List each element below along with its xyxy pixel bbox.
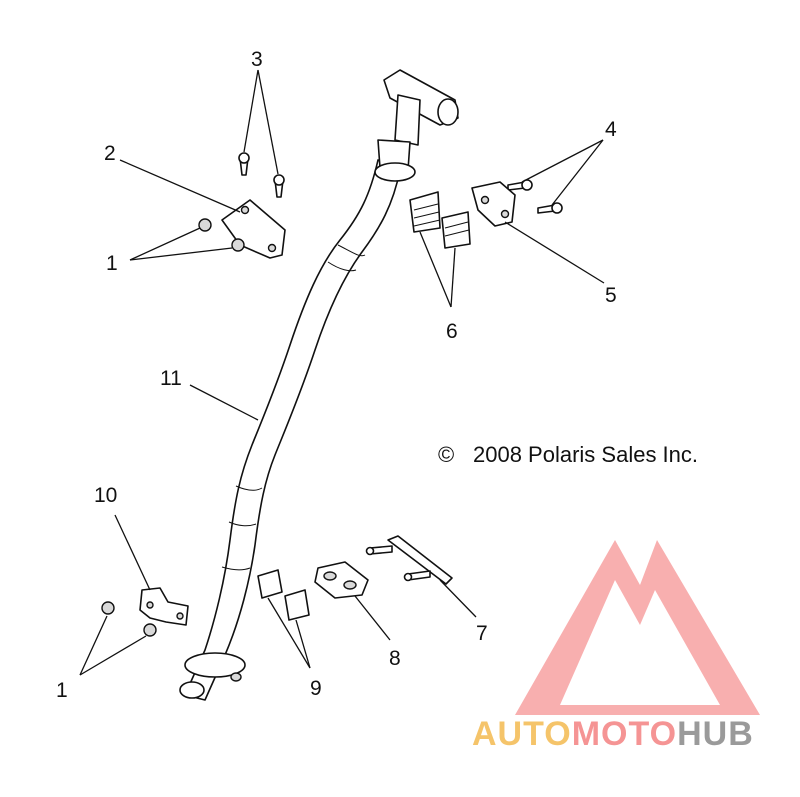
callout-label: 2 — [104, 142, 116, 165]
bushings-part-9 — [257, 569, 310, 621]
watermark-hub: HUB — [677, 715, 754, 753]
watermark-triangle-icon — [515, 540, 760, 715]
copyright-text: 2008 Polaris Sales Inc. — [473, 442, 698, 467]
callout-label: 10 — [94, 484, 117, 507]
plate-part-7 — [365, 535, 453, 585]
copyright-notice: © 2008 Polaris Sales Inc. — [438, 442, 698, 467]
svg-text:AUTOMOTOHUB: AUTOMOTOHUB — [472, 715, 754, 753]
callout-label: 3 — [251, 48, 263, 71]
callout-label: 5 — [605, 284, 617, 307]
watermark-logo: AUTOMOTOHUB — [472, 540, 760, 753]
copyright-symbol: © — [438, 442, 454, 467]
callout-label: 8 — [389, 647, 401, 670]
callout-labels: 2 3 1 4 5 6 11 10 1 9 8 7 — [56, 48, 617, 702]
bolts-part-4 — [507, 179, 563, 214]
watermark-auto: AUTO — [472, 715, 572, 753]
callout-label: 1 — [56, 679, 68, 702]
leader-lines — [79, 69, 605, 676]
callout-label: 4 — [605, 118, 617, 141]
bracket-part-5 — [471, 181, 516, 227]
bushings-part-6 — [409, 191, 471, 249]
callout-label: 6 — [446, 320, 458, 343]
nuts-part-1-lower — [101, 601, 157, 637]
callout-label: 11 — [160, 367, 182, 390]
steering-column-part-11 — [179, 69, 459, 701]
nuts-part-1-upper — [198, 218, 245, 252]
clamp-part-10 — [139, 587, 189, 626]
bolts-part-3 — [238, 152, 285, 198]
callout-label: 9 — [310, 677, 322, 700]
mount-part-8 — [314, 561, 369, 599]
callout-label: 7 — [476, 622, 488, 645]
callout-label: 1 — [106, 252, 118, 275]
watermark-moto: MOTO — [572, 715, 677, 753]
